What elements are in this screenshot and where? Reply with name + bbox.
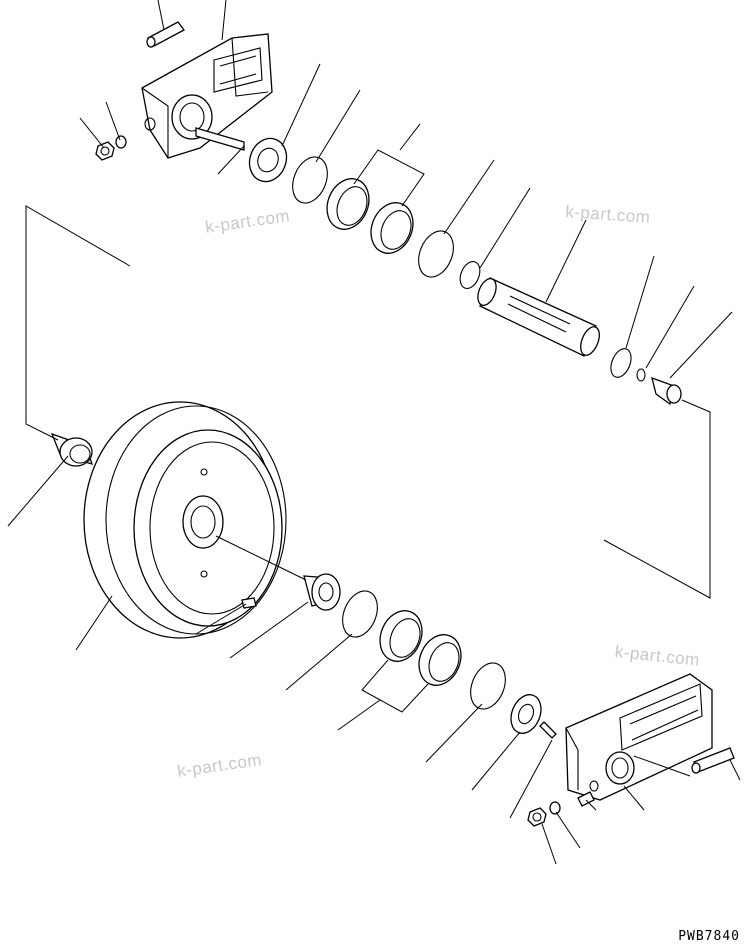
- upper-washer: [115, 135, 127, 149]
- upper-o-ring-3: [459, 261, 481, 289]
- snap-ring: [610, 348, 632, 378]
- upper-floating-seal-1: [326, 178, 370, 230]
- plug-bolt: [651, 376, 682, 406]
- lower-bolt: [577, 791, 595, 807]
- upper-floating-seal-2: [370, 202, 414, 254]
- lower-flange-collar: [303, 573, 341, 611]
- upper-pin: [146, 21, 185, 48]
- lower-o-ring-1: [342, 590, 378, 638]
- upper-flange-collar: [248, 137, 288, 183]
- lower-bracket: [565, 673, 713, 801]
- upper-bracket: [141, 33, 273, 159]
- shaft: [477, 277, 600, 357]
- lower-pin: [691, 747, 735, 774]
- wheel-bushing: [50, 432, 94, 467]
- drawing-code: PWB7840: [678, 929, 740, 944]
- small-o-ring: [636, 368, 646, 382]
- lower-washer: [549, 801, 561, 815]
- upper-o-ring-2: [418, 230, 454, 278]
- lower-o-ring-2: [470, 662, 506, 710]
- idler-wheel: [83, 401, 287, 639]
- lower-floating-seal-2: [418, 634, 462, 686]
- lower-dowel: [539, 721, 557, 739]
- lower-thrust-washer: [510, 694, 542, 734]
- upper-dowel: [195, 127, 245, 151]
- upper-o-ring-1: [292, 156, 328, 204]
- lower-floating-seal-1: [379, 610, 423, 662]
- lower-nut: [527, 807, 547, 827]
- wheel-plug: [241, 597, 257, 609]
- leader-lines: [7, 0, 741, 865]
- upper-nut: [95, 141, 115, 161]
